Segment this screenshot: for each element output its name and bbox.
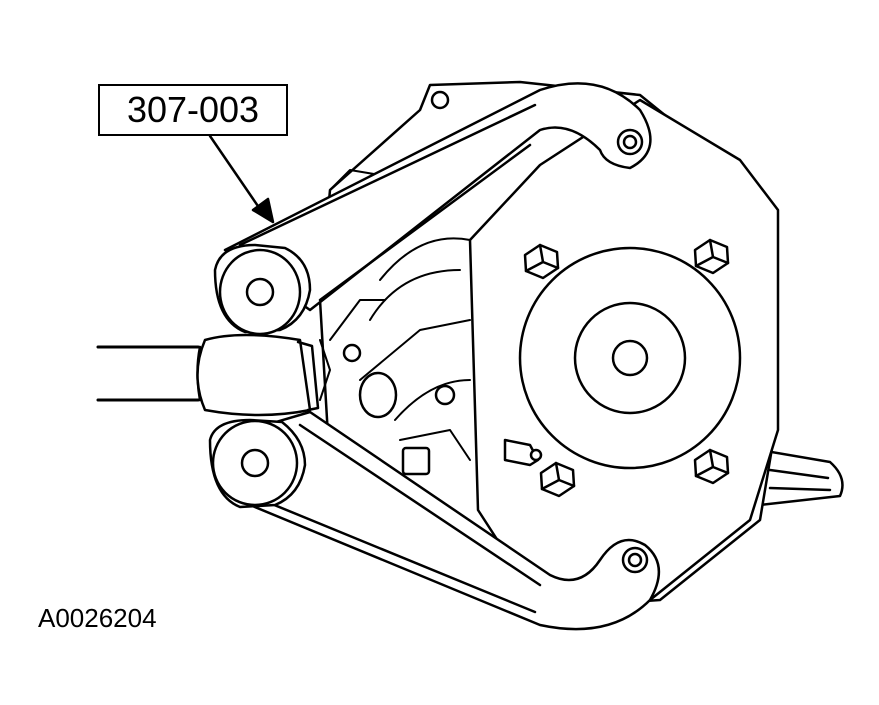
sensor-connector — [401, 446, 431, 476]
lower-arm-tip-hole-inner — [627, 552, 643, 568]
callout-arrowhead — [251, 197, 275, 224]
housing-rib — [399, 429, 471, 461]
puller-center-body — [196, 333, 312, 417]
housing-flange — [758, 448, 844, 507]
hex-bolt-head — [694, 238, 730, 268]
housing-bolt-hole — [434, 384, 456, 406]
figure-id-label: A0026204 — [38, 603, 157, 633]
hex-bolt-head — [694, 448, 730, 478]
stud-fitting-tip — [529, 448, 543, 462]
output-shaft — [611, 339, 649, 377]
hex-bolt-head — [540, 461, 576, 491]
tool-callout: 307-003 — [98, 84, 288, 136]
housing-rib — [394, 379, 471, 421]
puller-lower-arm — [213, 410, 661, 631]
housing-rib — [319, 339, 331, 401]
stud-fitting — [503, 438, 540, 467]
upper-arm-tip-hole-inner — [622, 134, 638, 150]
housing-plug — [358, 371, 398, 419]
housing-bolt-hole — [430, 90, 450, 110]
housing-rib — [329, 299, 386, 341]
housing-rib — [359, 319, 471, 381]
puller-handle — [96, 345, 202, 402]
puller-center-groove — [296, 340, 320, 412]
housing-rib — [369, 269, 461, 321]
housing-bolt-hole — [342, 343, 362, 363]
housing-rib — [379, 237, 471, 281]
upper-roller-pin — [245, 277, 275, 307]
puller-handle-line — [96, 345, 200, 402]
tool-number-label: 307-003 — [126, 89, 260, 130]
hex-bolt-head — [524, 243, 560, 273]
callout-leader — [208, 134, 264, 214]
puller-lower-arm-inner — [248, 423, 542, 614]
housing-flange-inner — [768, 468, 832, 492]
lower-roller-pin — [240, 448, 270, 478]
puller-upper-arm-inner — [238, 103, 537, 302]
puller-upper-arm — [223, 82, 652, 312]
housing-rib — [329, 169, 381, 191]
